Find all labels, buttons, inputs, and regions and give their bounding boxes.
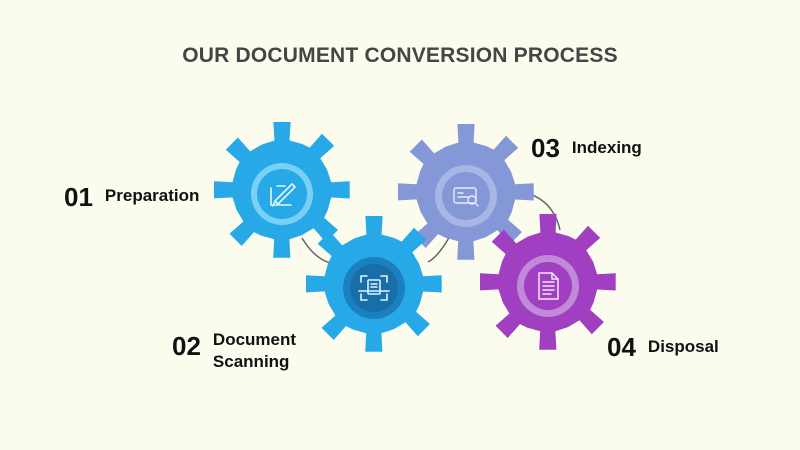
step-number: 03 (531, 133, 560, 163)
step-label-line-2: Scanning (212, 352, 290, 371)
gear-disposal (480, 214, 616, 350)
connector-1-2 (301, 237, 331, 264)
connector-2-3 (427, 235, 451, 263)
step-preparation: 01 Preparation (64, 184, 199, 210)
scanner-icon (358, 275, 390, 301)
document-icon (538, 272, 559, 300)
gear-preparation (214, 122, 350, 258)
step-number: 02 (172, 331, 201, 361)
step-label-line-1: Document (212, 330, 297, 349)
step-number: 04 (607, 332, 636, 362)
step-label: Indexing (571, 138, 642, 157)
step-label: Document Scanning (213, 329, 296, 373)
step-number: 01 (64, 182, 93, 212)
step-document-scanning: 02 Document Scanning (172, 329, 296, 373)
step-label: Disposal (647, 337, 719, 356)
page-title: OUR DOCUMENT CONVERSION PROCESS (182, 44, 618, 67)
pen-on-paper-icon (270, 183, 296, 207)
index-search-icon (453, 187, 479, 207)
gear-document-scanning (306, 216, 442, 352)
step-disposal: 04 Disposal (607, 334, 719, 360)
step-label: Preparation (104, 186, 200, 205)
gear-indexing (398, 124, 534, 260)
step-indexing: 03 Indexing (531, 135, 642, 161)
